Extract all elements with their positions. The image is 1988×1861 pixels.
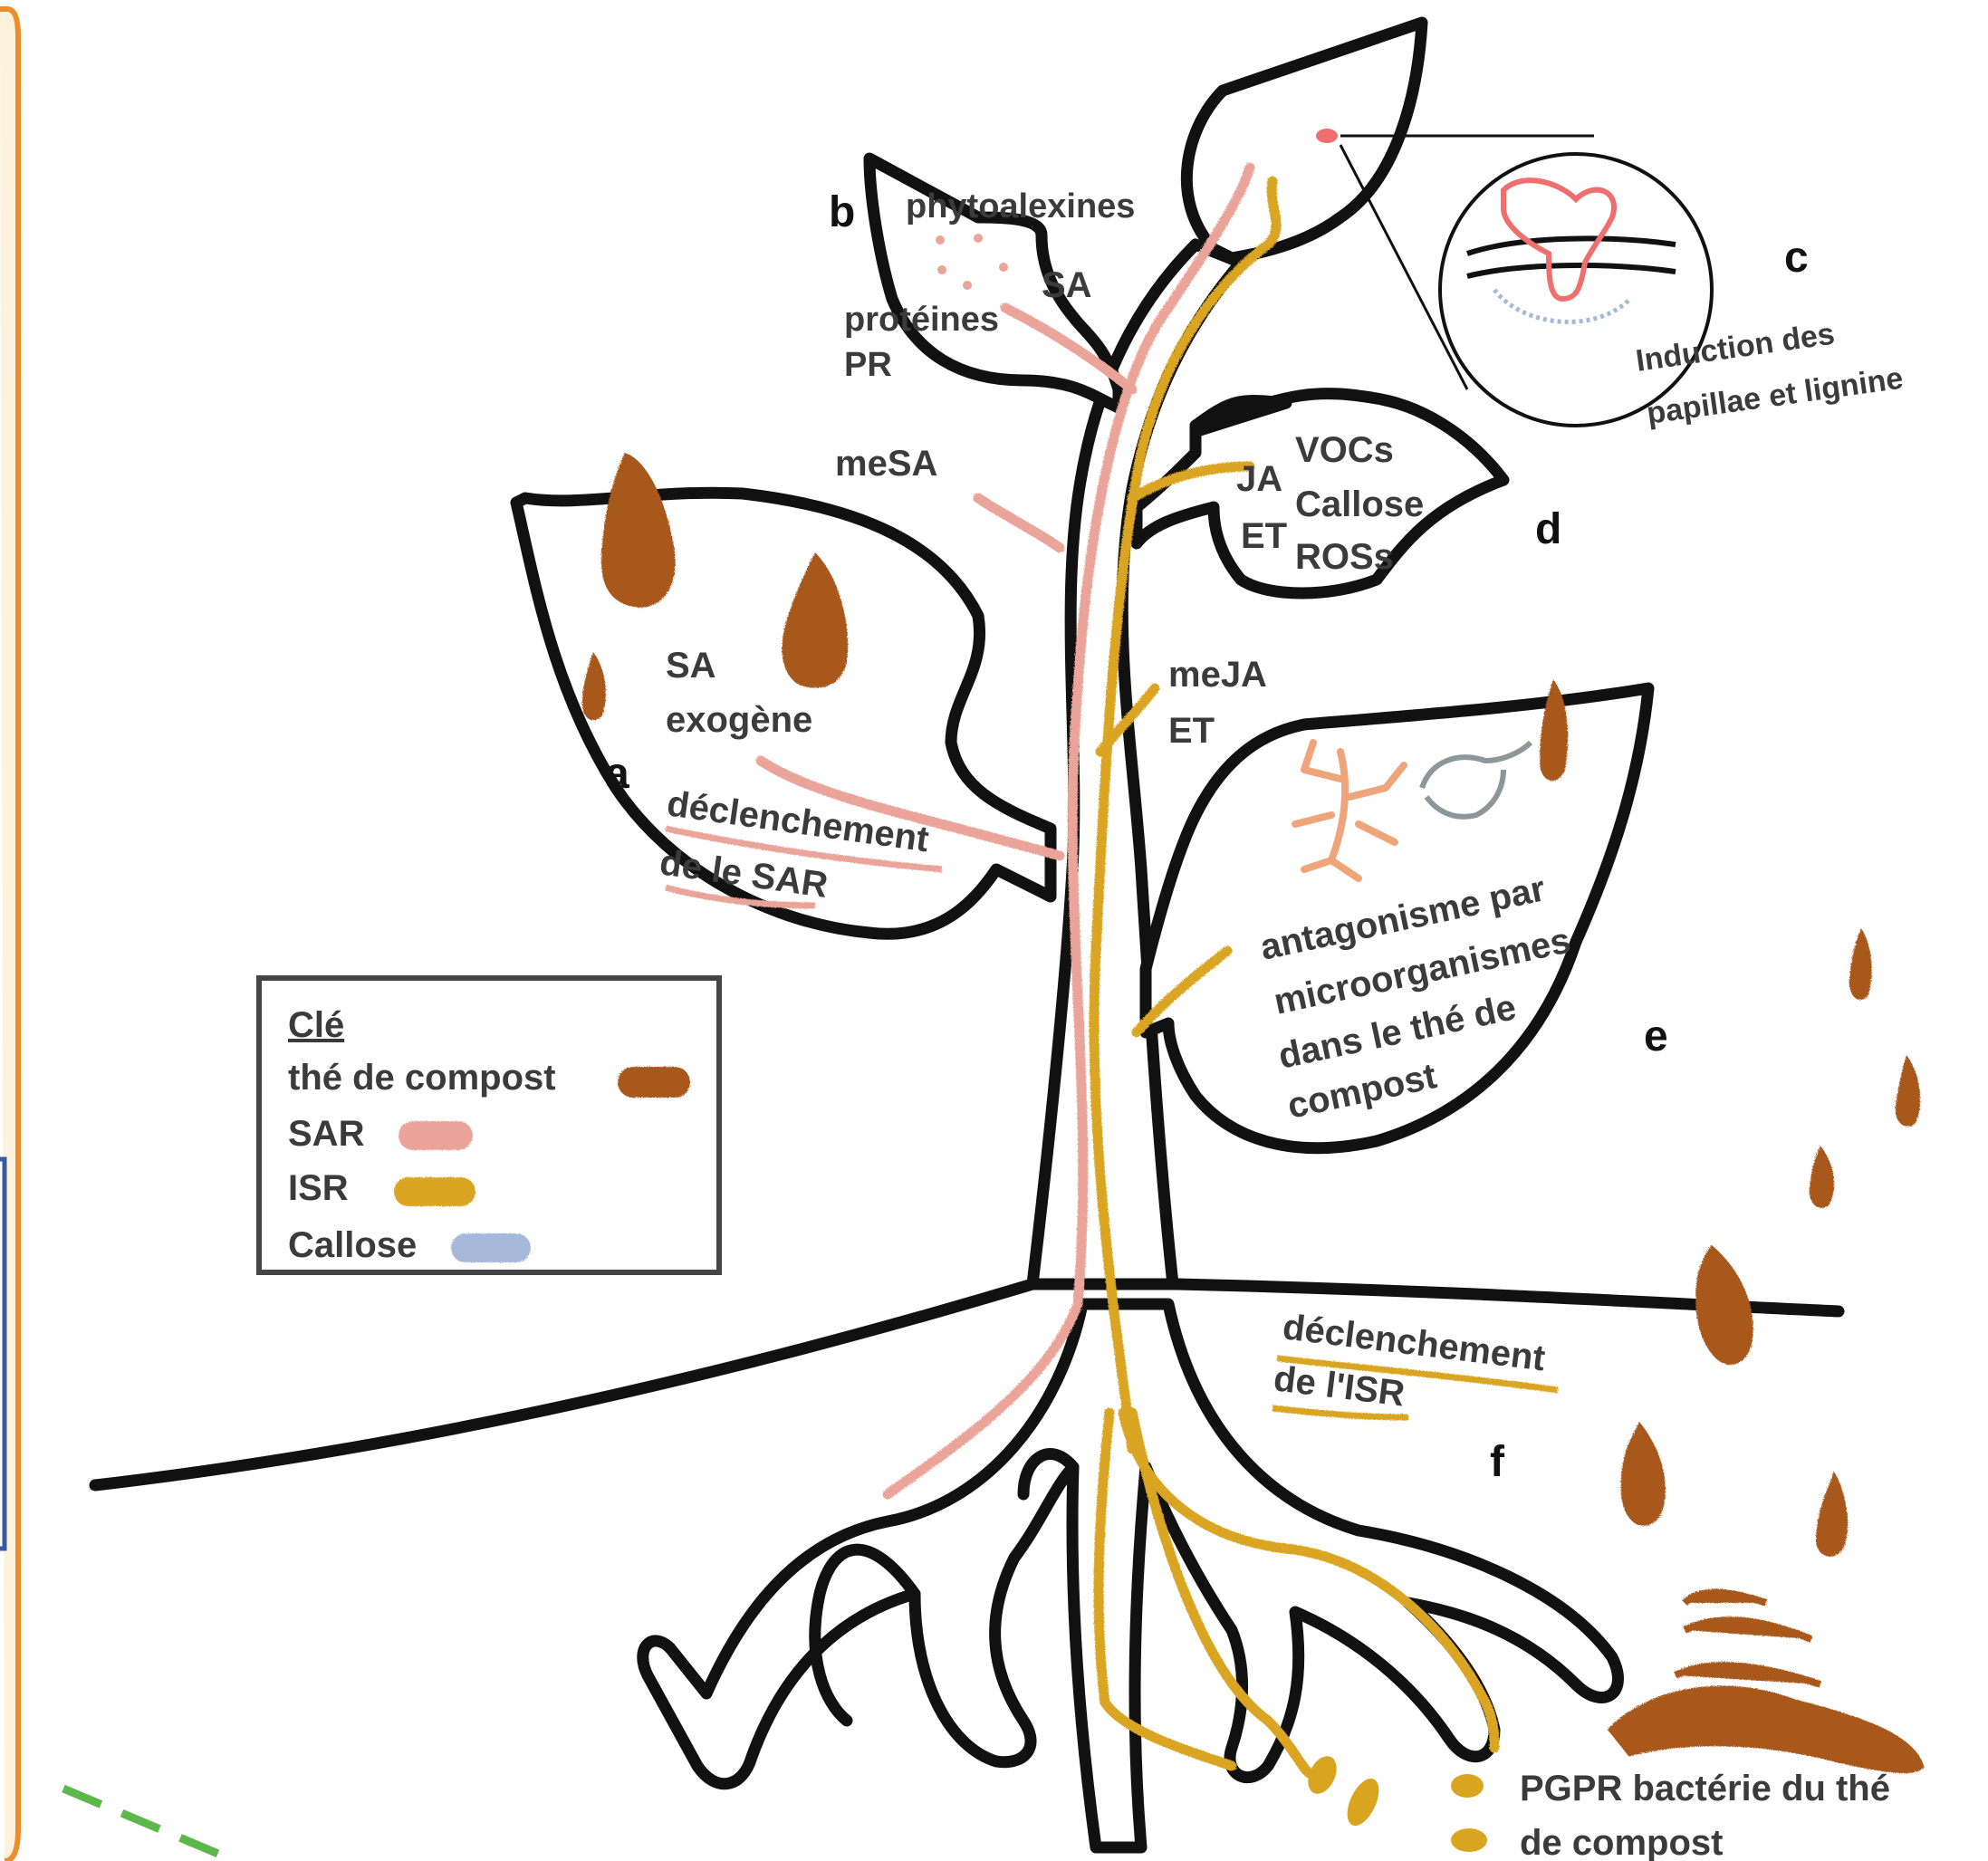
roots [643, 1304, 1618, 1847]
legend-item-label: ISR [288, 1168, 349, 1208]
pgpr-drops [1302, 1751, 1487, 1852]
sar-swatch [399, 1121, 473, 1150]
letter-d: d [1535, 505, 1561, 553]
pgpr-line2: de compost [1520, 1823, 1723, 1861]
sar-pathway-mesa [978, 498, 1060, 548]
leaf-a-exogene: exogène [666, 700, 812, 740]
callose-swatch [451, 1233, 531, 1262]
frame-left-border [0, 9, 18, 1861]
leaf-b-pr: PR [844, 346, 892, 384]
leaf-b-proteines: protéines [844, 301, 999, 339]
leaf-b-phytoalexines: phytoalexines [906, 187, 1135, 225]
compost-pile [1612, 1592, 1920, 1770]
ground-line [95, 1284, 1839, 1485]
stem [1032, 245, 1241, 1284]
stem-et: ET [1168, 711, 1215, 751]
letter-c: c [1784, 234, 1809, 282]
leaf-d-ross: ROSs [1295, 537, 1394, 577]
pgpr-line1: PGPR bactérie du thé [1520, 1769, 1890, 1808]
legend-title: Clé [288, 1005, 344, 1045]
legend-item-label: Callose [288, 1225, 417, 1265]
leaf-d-callose: Callose [1295, 484, 1424, 524]
letter-e: e [1644, 1012, 1668, 1060]
legend-item-label: thé de compost [288, 1058, 556, 1098]
blue-box-edge [0, 1159, 5, 1549]
papilla-spot [1316, 129, 1338, 143]
leaf-a-sa: SA [666, 646, 716, 686]
green-dashed-line [63, 1789, 235, 1861]
leaf-d-ja: JA [1236, 459, 1282, 499]
compost-tea-swatch [618, 1067, 690, 1098]
stem-mesa: meSA [835, 444, 937, 484]
letter-f: f [1490, 1438, 1505, 1486]
leaf-b-sa: SA [1042, 265, 1092, 305]
legend-item-label: SAR [288, 1114, 365, 1154]
stem-meja: meJA [1168, 655, 1267, 695]
letter-a: a [605, 750, 629, 798]
isr-swatch [394, 1177, 475, 1206]
leaf-d-vocs: VOCs [1295, 430, 1394, 470]
letter-b: b [829, 188, 855, 236]
legend: Clé thé de compost SAR ISR Callose [259, 978, 719, 1272]
leaf-d-et: ET [1241, 516, 1287, 556]
